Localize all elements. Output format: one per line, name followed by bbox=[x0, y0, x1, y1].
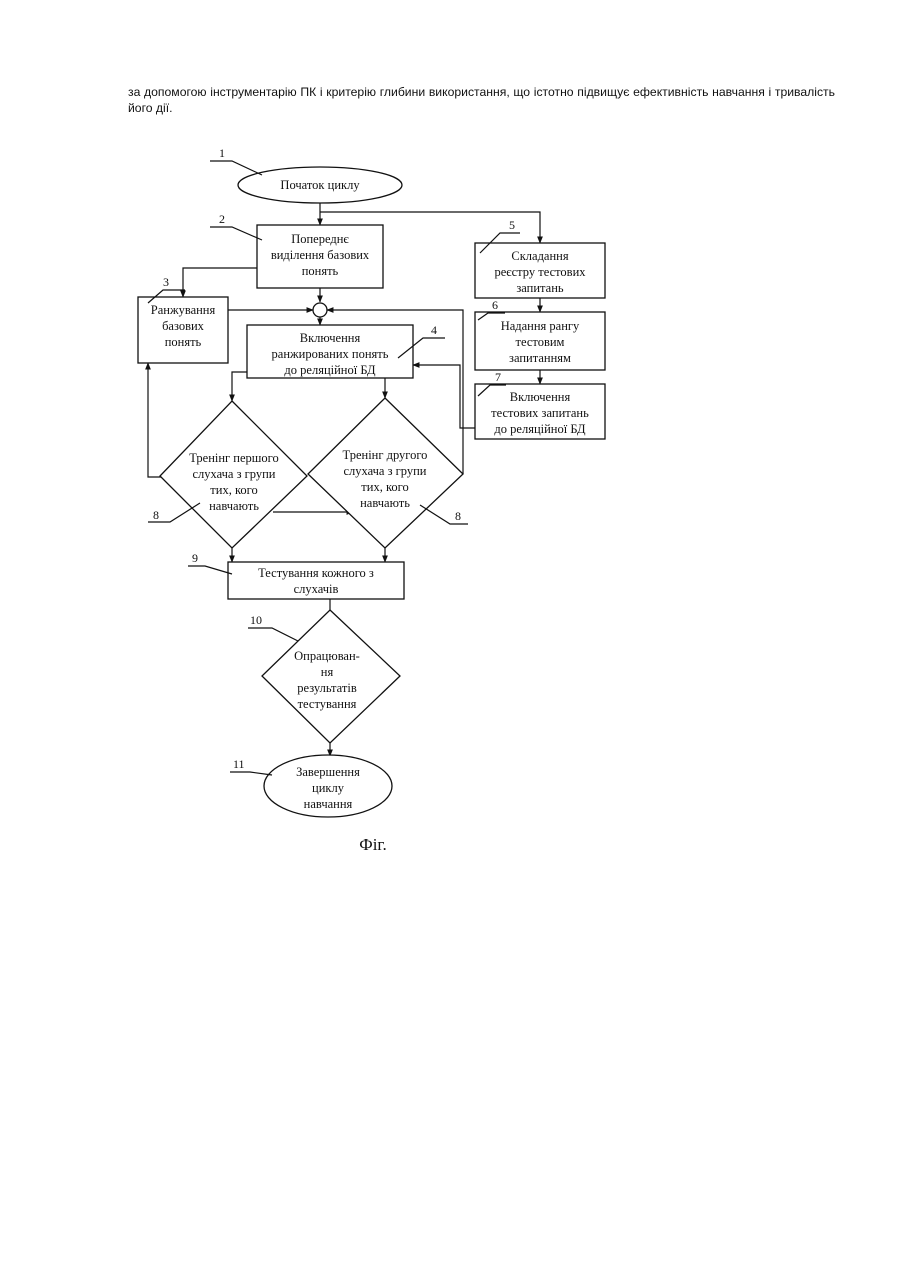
node-9-line-2: слухачів bbox=[294, 582, 339, 596]
node-8b-line-1: Тренінг другого bbox=[343, 448, 428, 462]
junction-circle bbox=[313, 303, 327, 317]
node-9-line-1: Тестування кожного з bbox=[258, 566, 374, 580]
node-7-number: 7 bbox=[495, 370, 501, 384]
node-8b: Тренінг другого слухача з групи тих, ког… bbox=[308, 398, 468, 548]
node-11-line-3: навчання bbox=[304, 797, 353, 811]
node-8b-line-2: слухача з групи bbox=[343, 464, 426, 478]
node-5-line-3: запитань bbox=[516, 281, 564, 295]
node-8b-line-4: навчають bbox=[360, 496, 410, 510]
node-3-line-3: понять bbox=[165, 335, 202, 349]
node-4-number: 4 bbox=[431, 323, 437, 337]
node-11-line-2: циклу bbox=[312, 781, 345, 795]
node-2-leader bbox=[210, 227, 262, 240]
node-1: Початок циклу 1 bbox=[210, 146, 402, 203]
node-1-label: Початок циклу bbox=[280, 178, 360, 192]
node-9-leader bbox=[188, 566, 232, 574]
node-8b-line-3: тих, кого bbox=[361, 480, 408, 494]
node-10-line-1: Опрацюван- bbox=[294, 649, 360, 663]
node-3-number: 3 bbox=[163, 275, 169, 289]
node-4-line-1: Включення bbox=[300, 331, 361, 345]
node-8a-line-4: навчають bbox=[209, 499, 259, 513]
node-6-number: 6 bbox=[492, 298, 498, 312]
node-8a-line-1: Тренінг першого bbox=[189, 451, 279, 465]
figure-caption: Фіг. bbox=[359, 835, 386, 854]
node-3-line-2: базових bbox=[162, 319, 205, 333]
node-2-line-2: виділення базових bbox=[271, 248, 370, 262]
node-5-line-2: реєстру тестових bbox=[494, 265, 586, 279]
node-2-number: 2 bbox=[219, 212, 225, 226]
arrow-2-to-3 bbox=[183, 268, 257, 297]
node-1-number: 1 bbox=[219, 146, 225, 160]
node-2: Попереднє виділення базових понять 2 bbox=[210, 212, 383, 288]
node-10-number: 10 bbox=[250, 613, 262, 627]
node-2-line-1: Попереднє bbox=[291, 232, 349, 246]
node-11-line-1: Завершення bbox=[296, 765, 360, 779]
node-4-line-2: ранжированих понять bbox=[272, 347, 389, 361]
node-2-line-3: понять bbox=[302, 264, 339, 278]
node-8a: Тренінг першого слухача з групи тих, ког… bbox=[148, 401, 307, 548]
arrow-8a-feedback-to-3 bbox=[148, 363, 163, 477]
node-6-line-3: запитанням bbox=[509, 351, 571, 365]
node-8a-number: 8 bbox=[153, 508, 159, 522]
node-11: Завершення циклу навчання 11 bbox=[230, 755, 392, 817]
node-10-line-4: тестування bbox=[298, 697, 357, 711]
node-11-leader bbox=[230, 772, 272, 775]
node-10: Опрацюван- ня результатів тестування 10 bbox=[248, 610, 400, 743]
node-3-line-1: Ранжування bbox=[151, 303, 216, 317]
node-1-leader bbox=[210, 161, 262, 175]
arrow-7-to-4 bbox=[413, 365, 475, 428]
node-4: Включення ранжированих понять до реляцій… bbox=[247, 323, 445, 378]
node-9-number: 9 bbox=[192, 551, 198, 565]
node-7-line-2: тестових запитань bbox=[491, 406, 589, 420]
node-5-number: 5 bbox=[509, 218, 515, 232]
node-10-leader bbox=[248, 628, 298, 641]
node-6-line-2: тестовим bbox=[516, 335, 565, 349]
node-4-line-3: до реляційної БД bbox=[284, 363, 376, 377]
node-8b-number: 8 bbox=[455, 509, 461, 523]
node-10-line-3: результатів bbox=[297, 681, 357, 695]
node-9: Тестування кожного з слухачів 9 bbox=[188, 551, 404, 599]
node-6-line-1: Надання рангу bbox=[501, 319, 580, 333]
node-5-line-1: Складання bbox=[511, 249, 568, 263]
node-7-line-3: до реляційної БД bbox=[494, 422, 586, 436]
node-11-number: 11 bbox=[233, 757, 245, 771]
node-10-line-2: ня bbox=[321, 665, 334, 679]
node-7-line-1: Включення bbox=[510, 390, 571, 404]
node-8a-line-3: тих, кого bbox=[210, 483, 257, 497]
node-8a-line-2: слухача з групи bbox=[192, 467, 275, 481]
arrow-4-to-8a bbox=[232, 372, 247, 401]
